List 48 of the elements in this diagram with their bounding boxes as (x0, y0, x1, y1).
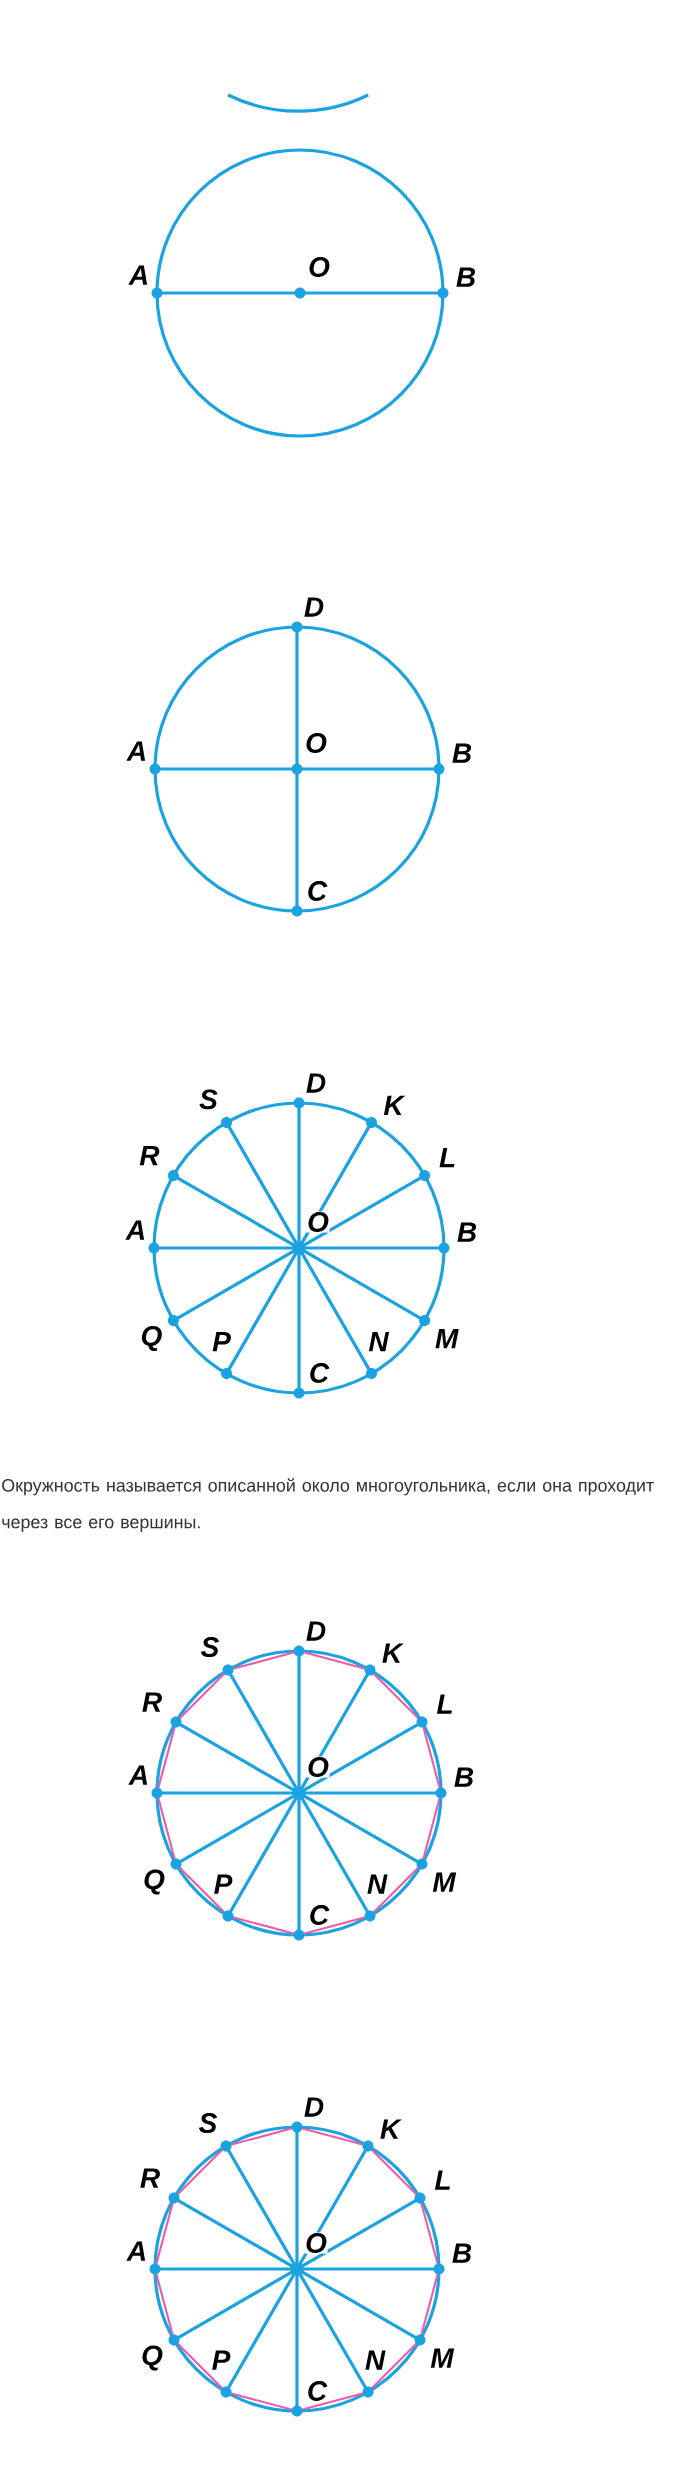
point-label: N (367, 1874, 388, 1894)
point-label: B (452, 743, 472, 763)
point-label: S (199, 2113, 218, 2133)
point-label: B (456, 267, 476, 287)
point-label: A (128, 265, 148, 285)
point-label: Q (141, 1326, 162, 1352)
point-label: B (457, 1222, 477, 1242)
point-label: A (128, 1765, 148, 1785)
point-label: N (368, 1332, 390, 1352)
point-label: M (430, 2348, 455, 2368)
point-label: D (306, 1621, 326, 1641)
point-label: D (306, 1073, 326, 1093)
point-label: C (308, 881, 328, 901)
point-label: P (212, 1332, 231, 1352)
point-label: O (306, 1756, 330, 1778)
point-label: N (365, 2350, 386, 2370)
point-label: Q (142, 2345, 163, 2371)
point-label: O (306, 1211, 330, 1233)
point-label: R (142, 1692, 162, 1712)
point-label: M (435, 1328, 459, 1349)
point-label: O (304, 732, 328, 754)
point-label: B (454, 1767, 474, 1787)
point-label: K (383, 1095, 406, 1116)
point-label: M (432, 1872, 457, 1892)
point-label: R (139, 1145, 160, 1166)
point-label: L (439, 1147, 455, 1168)
point-label: O (307, 256, 331, 278)
point-label: K (380, 2119, 402, 2139)
point-label: D (304, 2097, 324, 2117)
definition-text: Окружность называется описанной около многоугольника, если она проходит через все его вершины. (2, 1478, 654, 1532)
point-label: A (126, 741, 146, 761)
point-label: S (201, 1637, 220, 1657)
point-label: D (304, 597, 324, 617)
point-label: B (452, 2243, 472, 2263)
point-label: O (304, 2232, 328, 2254)
point-label: L (434, 2170, 450, 2190)
point-label: C (308, 2381, 328, 2401)
point-label: K (382, 1643, 404, 1663)
point-label: C (310, 1363, 330, 1383)
point-label: A (126, 2241, 146, 2261)
point-label: Q (144, 1869, 165, 1895)
point-label: A (125, 1220, 145, 1240)
point-label: P (212, 2350, 231, 2370)
point-label: R (140, 2168, 160, 2188)
point-label: P (214, 1874, 233, 1894)
point-label: S (199, 1089, 218, 1110)
point-label: L (436, 1694, 452, 1714)
point-label: C (310, 1905, 330, 1925)
